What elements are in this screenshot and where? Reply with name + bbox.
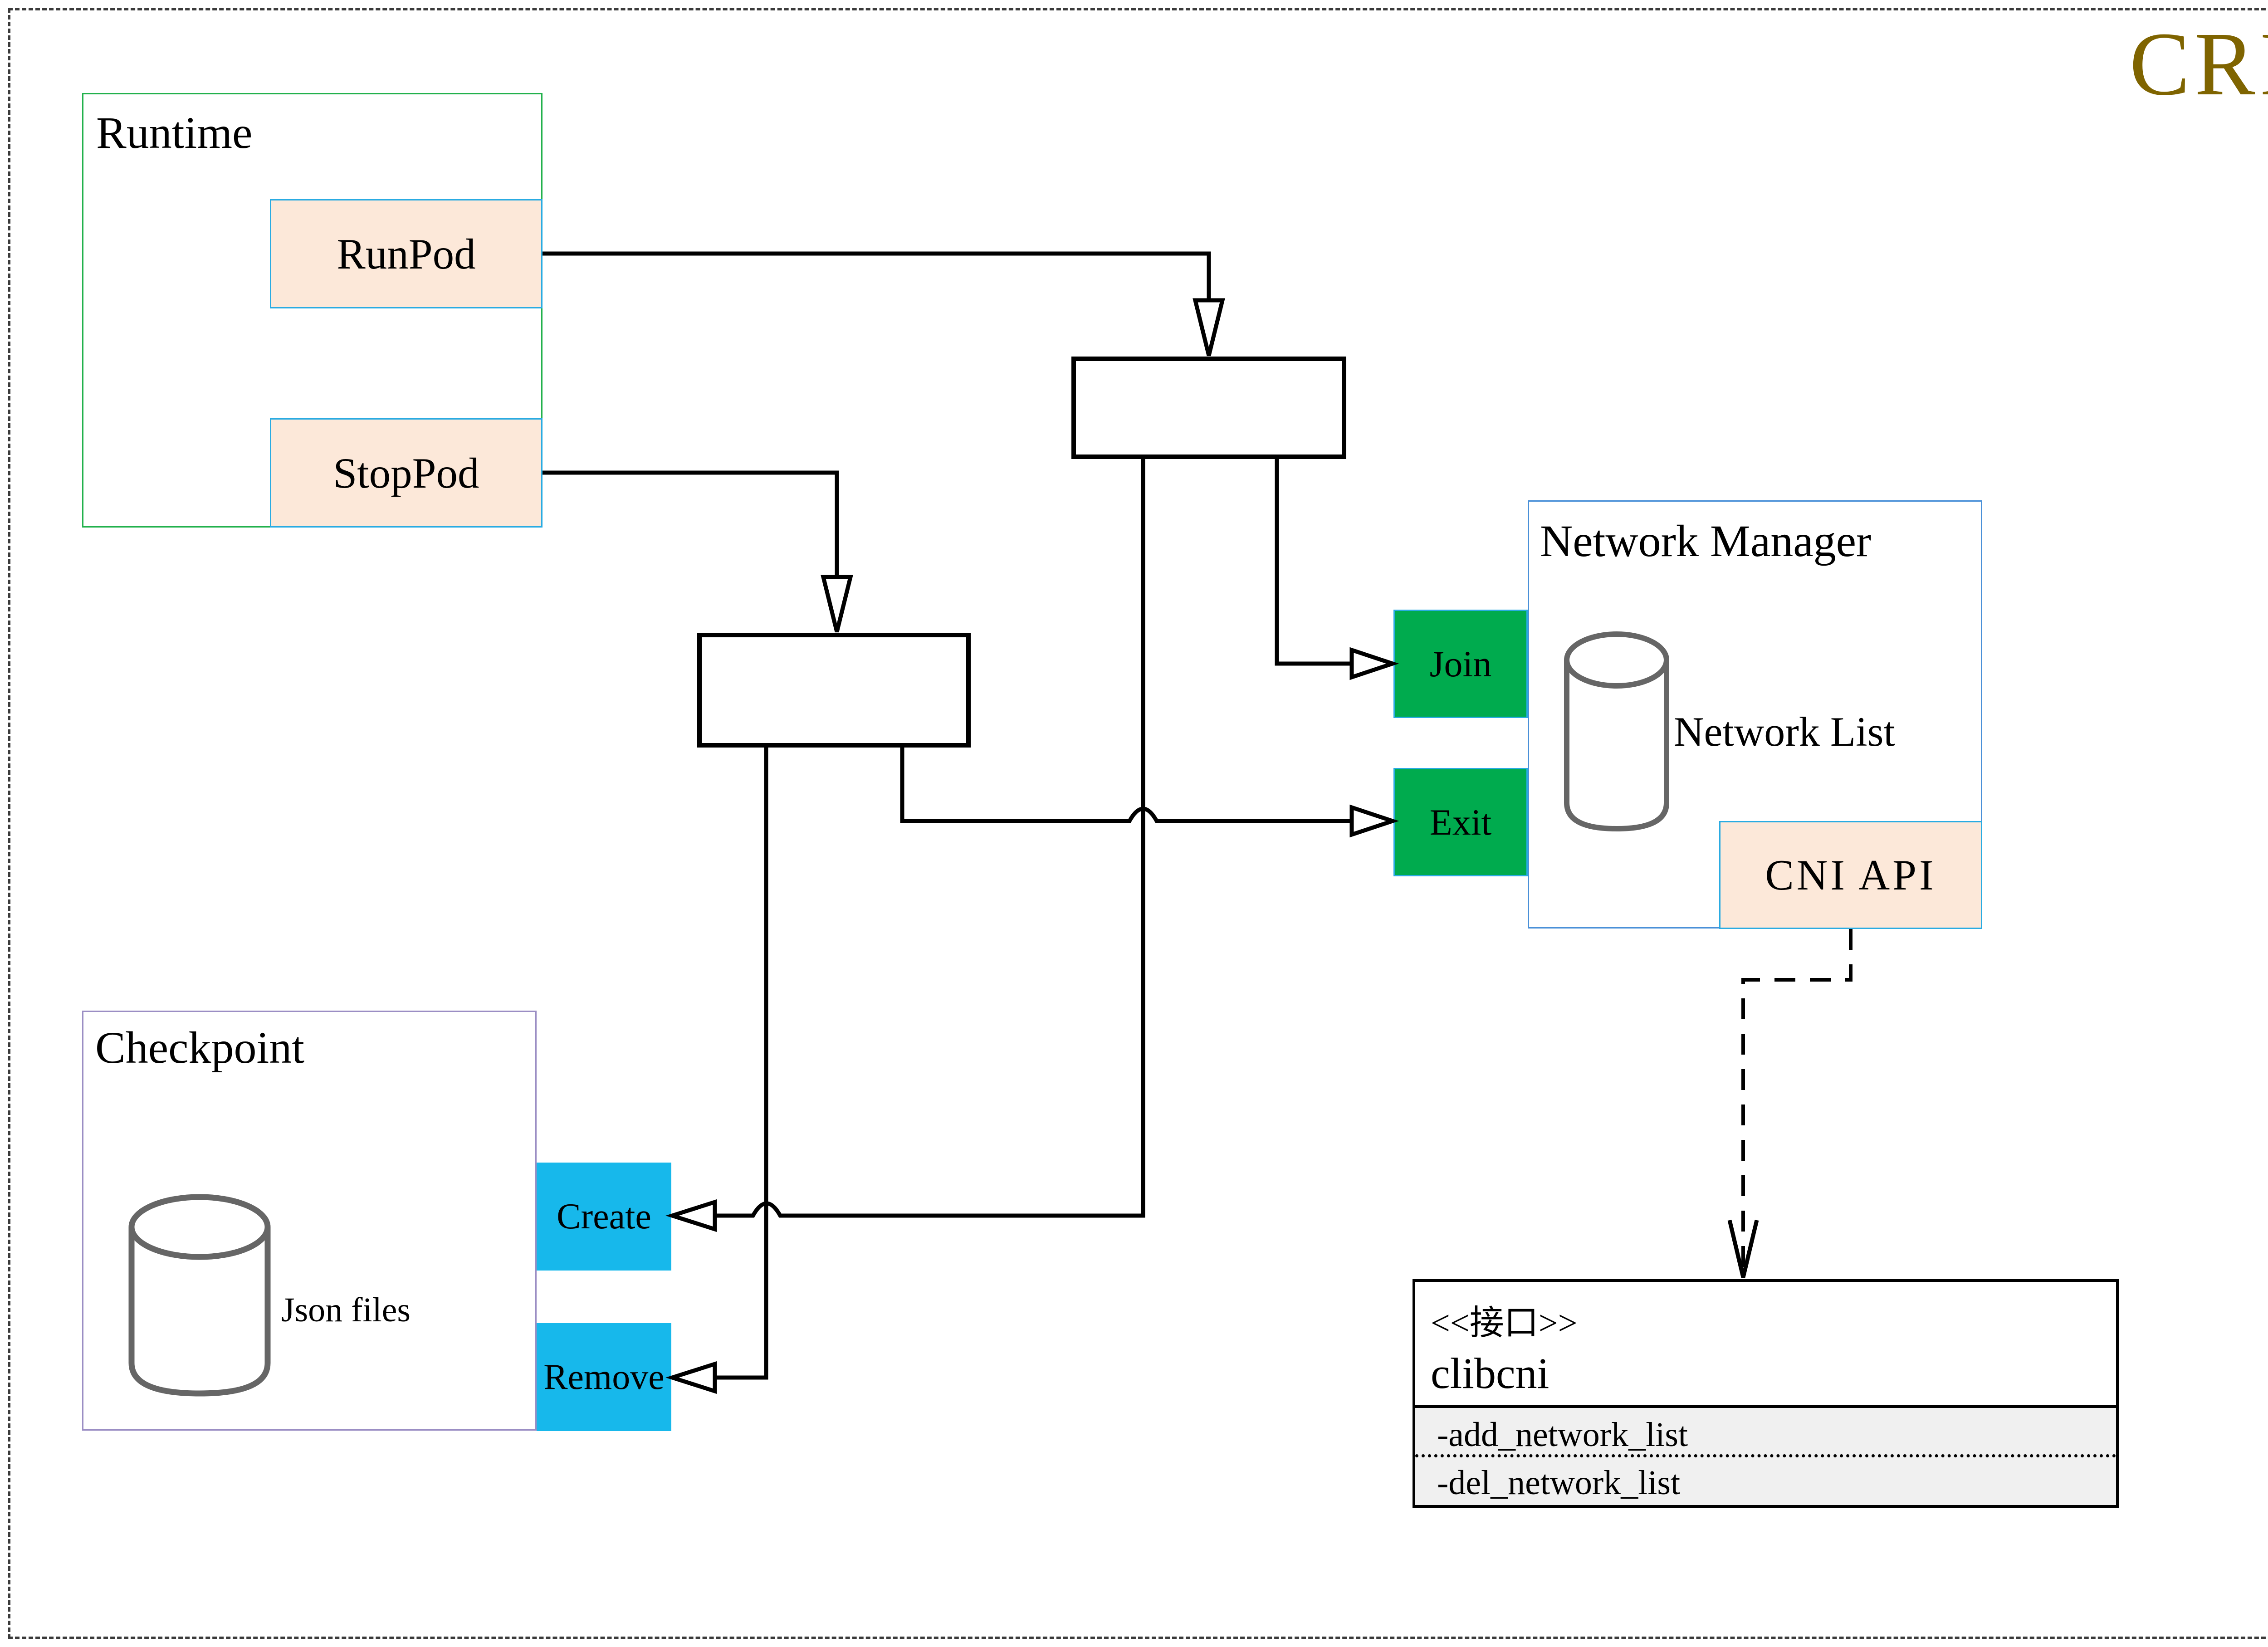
runtime-title: Runtime	[96, 108, 253, 158]
join-box: Join	[1393, 610, 1528, 718]
remove-box: Remove	[537, 1323, 671, 1431]
create-box: Create	[537, 1163, 671, 1271]
runpod-box: RunPod	[270, 199, 543, 308]
clibcni-member-divider	[1415, 1454, 2116, 1457]
cni-api-box: CNI API	[1719, 821, 1982, 929]
clibcni-interface-box: <<接口>> clibcni -add_network_list -del_ne…	[1413, 1279, 2119, 1508]
runpod-process-rect	[1071, 357, 1346, 459]
checkpoint-title: Checkpoint	[95, 1022, 305, 1073]
clibcni-member-add: -add_network_list	[1437, 1416, 1688, 1454]
diagram-title: CRI	[2129, 14, 2268, 114]
stoppod-process-rect	[697, 633, 971, 748]
checkpoint-group-box: Checkpoint	[82, 1011, 537, 1431]
stoppod-box: StopPod	[270, 418, 543, 528]
clibcni-member-del: -del_network_list	[1437, 1464, 1681, 1502]
clibcni-members-section: -add_network_list -del_network_list	[1415, 1405, 2116, 1505]
network-manager-title: Network Manager	[1540, 516, 1872, 566]
network-list-label: Network List	[1674, 709, 1896, 755]
json-files-label: Json files	[281, 1291, 411, 1329]
exit-box: Exit	[1393, 768, 1528, 876]
clibcni-name: clibcni	[1431, 1349, 1549, 1398]
outer-dashed-border	[8, 8, 2268, 1639]
clibcni-stereotype: <<接口>>	[1431, 1304, 1578, 1342]
